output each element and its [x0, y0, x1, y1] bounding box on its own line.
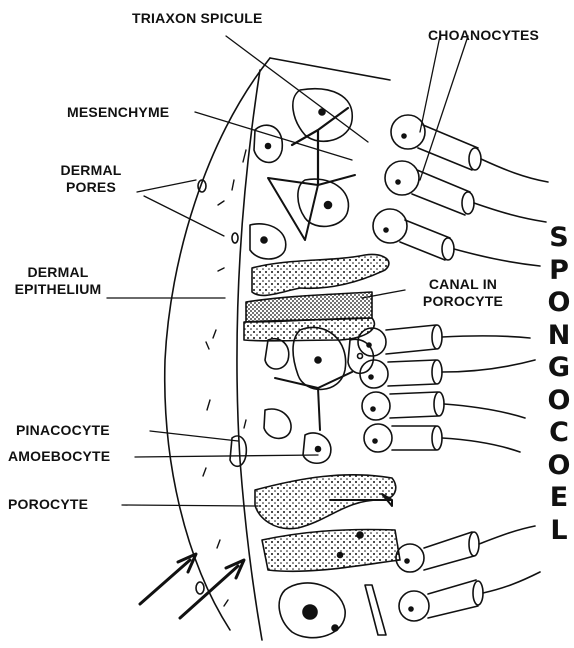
label-dermal-pores: DERMAL PORES — [46, 162, 136, 196]
label-dermal-epithelium-line2: EPITHELIUM — [15, 281, 102, 297]
label-dermal-epithelium: DERMAL EPITHELIUM — [6, 264, 110, 298]
inflow-arrows — [140, 554, 244, 618]
wall-top-edge — [270, 58, 390, 80]
choanocyte-row-middle — [358, 325, 535, 452]
canal-in-porocyte — [246, 292, 372, 322]
spongocoel-letter: O — [546, 385, 572, 418]
label-canal-line1: CANAL IN — [429, 276, 497, 292]
choanocyte-row-lower — [396, 526, 540, 621]
label-choanocytes: CHOANOCYTES — [428, 27, 539, 44]
label-triaxon-spicule: TRIAXON SPICULE — [132, 10, 263, 27]
spongocoel-letter: O — [546, 287, 572, 320]
label-dermal-epithelium-line1: DERMAL — [27, 264, 88, 280]
dermal-pores — [196, 180, 238, 594]
porocyte-upper — [252, 254, 389, 295]
spongocoel-letter: G — [546, 352, 572, 385]
label-porocyte: POROCYTE — [8, 496, 88, 513]
label-dermal-pores-line2: PORES — [66, 179, 116, 195]
label-dermal-pores-line1: DERMAL — [60, 162, 121, 178]
spongocoel-letter: L — [546, 515, 572, 548]
label-pinacocyte: PINACOCYTE — [16, 422, 110, 439]
spongocoel-letter: S — [546, 222, 572, 255]
wall-inner-boundary — [237, 70, 262, 640]
porocyte-cell — [255, 475, 396, 529]
spongocoel-letter: N — [546, 320, 572, 353]
porocyte-lower-band — [244, 318, 374, 341]
spongocoel-letter: P — [546, 255, 572, 288]
choanocyte-row-upper — [373, 115, 548, 266]
spongocoel-letter: O — [546, 450, 572, 483]
spongocoel-letter: C — [546, 417, 572, 450]
label-amoebocyte: AMOEBOCYTE — [8, 448, 110, 465]
epithelium-marks — [203, 150, 246, 606]
spongocoel-letter: E — [546, 482, 572, 515]
label-canal-in-porocyte: CANAL IN POROCYTE — [408, 276, 518, 310]
label-canal-line2: POROCYTE — [423, 293, 503, 309]
label-mesenchyme: MESENCHYME — [67, 104, 169, 121]
triaxon-spicule-upper — [292, 108, 348, 185]
triaxon-spicule-middle — [268, 175, 355, 240]
